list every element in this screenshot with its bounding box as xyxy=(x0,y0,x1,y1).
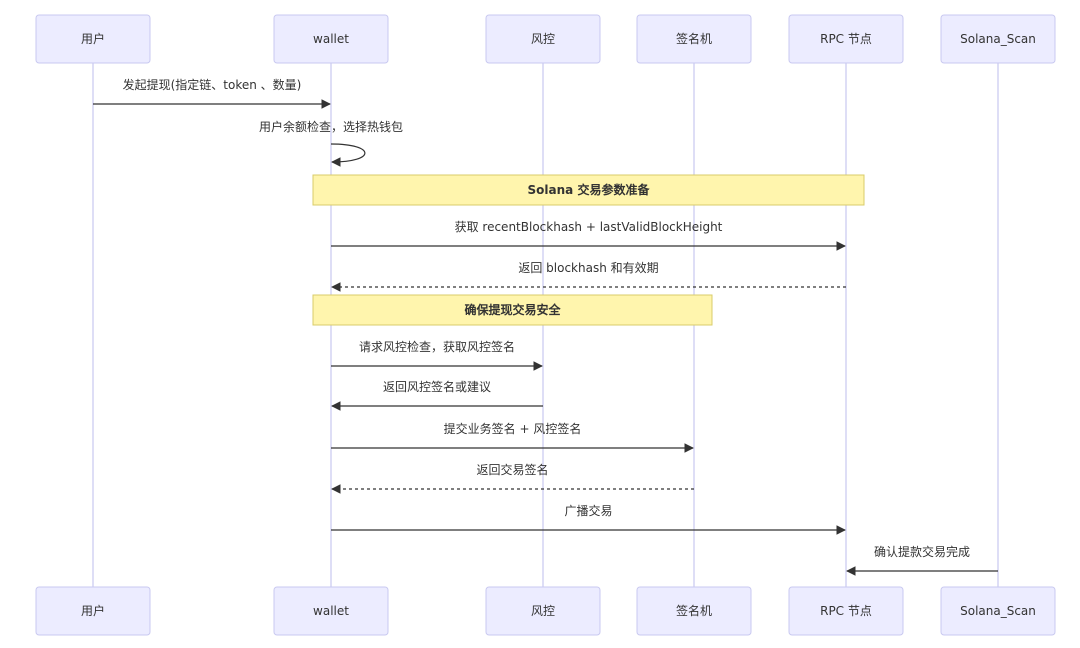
participant-box xyxy=(636,14,752,64)
participant-box xyxy=(273,586,389,636)
participant-label: 签名机 xyxy=(676,603,712,618)
participant-label: RPC 节点 xyxy=(820,604,872,618)
participant-label: wallet xyxy=(313,604,349,618)
participant-box xyxy=(788,14,904,64)
message: 发起提现(指定链、token 、数量) xyxy=(93,77,331,109)
participant-box xyxy=(788,586,904,636)
participant-box xyxy=(35,14,151,64)
participant-signer-top: 签名机 xyxy=(636,14,752,64)
self-message: 用户余额检查，选择热钱包 xyxy=(259,119,403,167)
message-label: 返回风控签名或建议 xyxy=(383,379,491,394)
participant-wallet-top: wallet xyxy=(273,14,389,64)
message-label: 请求风控检查，获取风控签名 xyxy=(359,339,515,354)
note: 确保提现交易安全 xyxy=(312,294,713,326)
message: 返回交易签名 xyxy=(331,462,694,494)
message-label: 返回 blockhash 和有效期 xyxy=(518,260,658,275)
participant-scan-top: Solana_Scan xyxy=(940,14,1056,64)
participant-label: Solana_Scan xyxy=(960,32,1036,46)
message-arrow xyxy=(330,143,366,167)
note-box xyxy=(312,294,713,326)
message: 请求风控检查，获取风控签名 xyxy=(331,339,543,371)
message-label: 提交业务签名 + 风控签名 xyxy=(444,421,582,436)
participant-rpc-top: RPC 节点 xyxy=(788,14,904,64)
participant-box xyxy=(485,14,601,64)
note-text: Solana 交易参数准备 xyxy=(528,182,651,197)
participant-scan-bottom: Solana_Scan xyxy=(940,586,1056,636)
participant-box xyxy=(940,586,1056,636)
message: 返回 blockhash 和有效期 xyxy=(331,260,846,292)
note-text: 确保提现交易安全 xyxy=(464,302,561,317)
participant-box xyxy=(273,14,389,64)
participant-label: RPC 节点 xyxy=(820,32,872,46)
participant-signer-bottom: 签名机 xyxy=(636,586,752,636)
message-label: 广播交易 xyxy=(564,503,612,518)
participant-label: 用户 xyxy=(81,31,105,46)
participant-box xyxy=(636,586,752,636)
message-label: 发起提现(指定链、token 、数量) xyxy=(123,77,302,92)
participant-wallet-bottom: wallet xyxy=(273,586,389,636)
participant-label: Solana_Scan xyxy=(960,604,1036,618)
message: 获取 recentBlockhash + lastValidBlockHeigh… xyxy=(331,220,846,251)
message: 提交业务签名 + 风控签名 xyxy=(331,421,694,453)
message: 确认提款交易完成 xyxy=(846,544,998,576)
note-box xyxy=(312,174,865,206)
message-label: 用户余额检查，选择热钱包 xyxy=(259,119,403,134)
message-label: 确认提款交易完成 xyxy=(874,544,970,559)
message: 返回风控签名或建议 xyxy=(331,379,543,411)
participant-user-bottom: 用户 xyxy=(35,586,151,636)
participant-risk-bottom: 风控 xyxy=(485,586,601,636)
participant-rpc-bottom: RPC 节点 xyxy=(788,586,904,636)
participant-label: 风控 xyxy=(531,32,555,46)
message: 广播交易 xyxy=(331,503,846,535)
participant-box xyxy=(485,586,601,636)
participant-label: 用户 xyxy=(81,603,105,618)
participant-label: wallet xyxy=(313,32,349,46)
participant-box xyxy=(35,586,151,636)
note: Solana 交易参数准备 xyxy=(312,174,865,206)
participant-risk-top: 风控 xyxy=(485,14,601,64)
participant-box xyxy=(940,14,1056,64)
message-label: 获取 recentBlockhash + lastValidBlockHeigh… xyxy=(455,220,723,234)
participant-user-top: 用户 xyxy=(35,14,151,64)
participant-label: 签名机 xyxy=(676,31,712,46)
participant-label: 风控 xyxy=(531,604,555,618)
message-label: 返回交易签名 xyxy=(476,462,548,477)
